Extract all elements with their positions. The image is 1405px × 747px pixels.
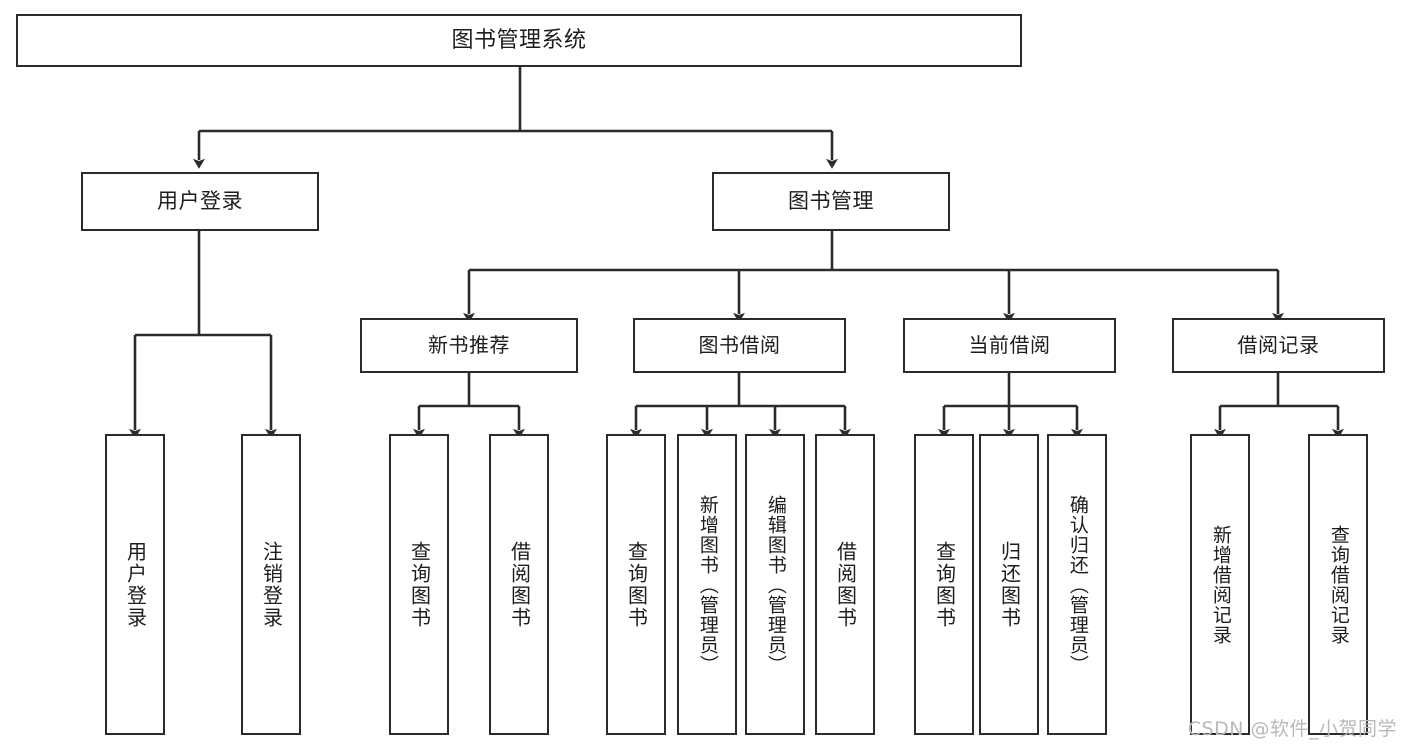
node-root-system-label: 图书管理系统 bbox=[451, 27, 587, 53]
leaf-book-borrow-edit[interactable]: 编辑图书（管理员） bbox=[745, 434, 805, 735]
node-current-borrow[interactable]: 当前借阅 bbox=[903, 318, 1116, 373]
node-borrow-record[interactable]: 借阅记录 bbox=[1172, 318, 1385, 373]
leaf-borrow-record-add-label: 新增借阅记录 bbox=[1209, 524, 1232, 645]
leaf-borrow-record-add[interactable]: 新增借阅记录 bbox=[1190, 434, 1250, 735]
node-book-management[interactable]: 图书管理 bbox=[712, 172, 950, 231]
leaf-current-borrow-confirm-label: 确认归还（管理员） bbox=[1066, 494, 1089, 675]
leaf-new-book-borrow[interactable]: 借阅图书 bbox=[489, 434, 549, 735]
leaf-new-book-query-label: 查询图书 bbox=[407, 540, 432, 629]
node-new-book-recommend[interactable]: 新书推荐 bbox=[360, 318, 578, 373]
leaf-borrow-record-query-label: 查询借阅记录 bbox=[1327, 524, 1350, 645]
leaf-book-borrow-borrow[interactable]: 借阅图书 bbox=[815, 434, 875, 735]
leaf-book-borrow-borrow-label: 借阅图书 bbox=[833, 540, 858, 629]
leaf-new-book-borrow-label: 借阅图书 bbox=[507, 540, 532, 629]
watermark-text: CSDN @软件_小贺同学 bbox=[1187, 718, 1397, 740]
leaf-current-borrow-query-label: 查询图书 bbox=[932, 540, 957, 629]
node-root-system[interactable]: 图书管理系统 bbox=[16, 14, 1022, 67]
leaf-user-login-logout[interactable]: 注销登录 bbox=[241, 434, 301, 735]
node-book-management-label: 图书管理 bbox=[788, 189, 874, 214]
leaf-current-borrow-confirm[interactable]: 确认归还（管理员） bbox=[1047, 434, 1107, 735]
node-book-borrow-label: 图书借阅 bbox=[698, 333, 781, 357]
leaf-book-borrow-query-label: 查询图书 bbox=[624, 540, 649, 629]
leaf-book-borrow-query[interactable]: 查询图书 bbox=[606, 434, 666, 735]
node-user-login[interactable]: 用户登录 bbox=[81, 172, 319, 231]
leaf-book-borrow-add-label: 新增图书（管理员） bbox=[696, 494, 719, 675]
node-user-login-label: 用户登录 bbox=[157, 189, 243, 214]
leaf-current-borrow-query[interactable]: 查询图书 bbox=[914, 434, 974, 735]
leaf-current-borrow-return-label: 归还图书 bbox=[997, 540, 1022, 629]
node-current-borrow-label: 当前借阅 bbox=[968, 333, 1051, 357]
leaf-user-login-login-label: 用户登录 bbox=[123, 540, 148, 629]
leaf-new-book-query[interactable]: 查询图书 bbox=[389, 434, 449, 735]
leaf-book-borrow-add[interactable]: 新增图书（管理员） bbox=[677, 434, 737, 735]
leaf-book-borrow-edit-label: 编辑图书（管理员） bbox=[764, 494, 787, 675]
leaf-user-login-login[interactable]: 用户登录 bbox=[105, 434, 165, 735]
node-book-borrow[interactable]: 图书借阅 bbox=[633, 318, 846, 373]
node-new-book-recommend-label: 新书推荐 bbox=[428, 333, 510, 357]
leaf-borrow-record-query[interactable]: 查询借阅记录 bbox=[1308, 434, 1368, 735]
leaf-user-login-logout-label: 注销登录 bbox=[259, 540, 284, 629]
leaf-current-borrow-return[interactable]: 归还图书 bbox=[979, 434, 1039, 735]
node-borrow-record-label: 借阅记录 bbox=[1237, 333, 1320, 357]
